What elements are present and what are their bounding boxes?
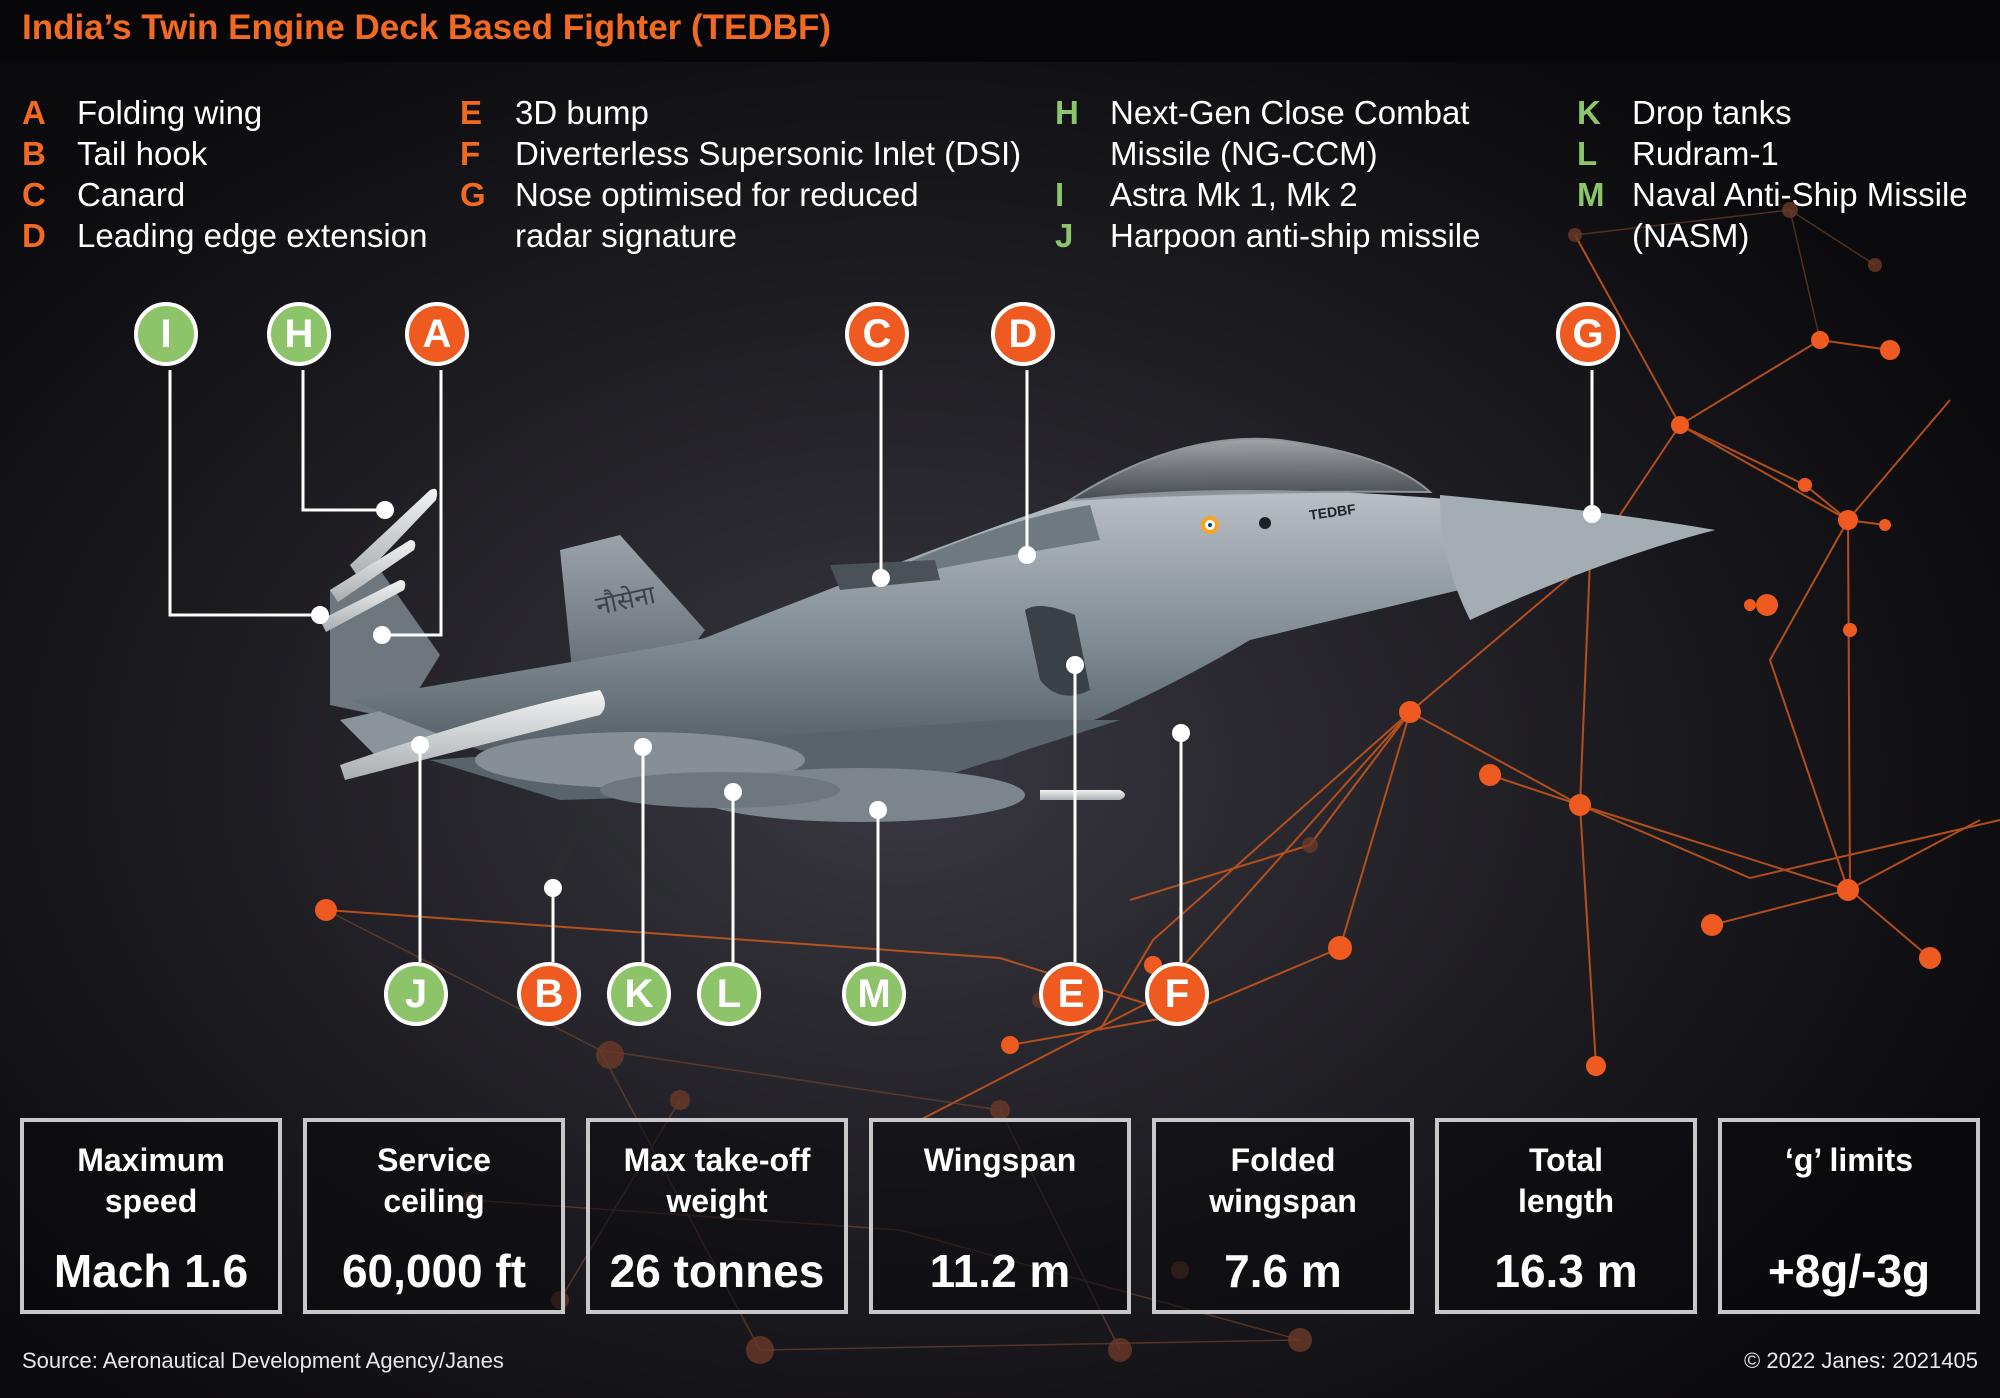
legend-text: Tail hook — [77, 135, 208, 172]
legend-letter: E — [460, 94, 483, 131]
legend-text: (NASM) — [1632, 217, 1750, 254]
spec-label: Max take-off — [623, 1142, 811, 1178]
spec-value: 7.6 m — [1224, 1245, 1342, 1297]
legend-letter: I — [1055, 176, 1065, 213]
legend-text: Missile (NG-CCM) — [1110, 135, 1378, 172]
spec-label: weight — [666, 1183, 768, 1219]
callout-a[interactable]: A — [405, 302, 469, 366]
callout-e[interactable]: E — [1039, 962, 1103, 1026]
missiles — [320, 488, 1125, 800]
spec-value: 11.2 m — [929, 1245, 1071, 1297]
title-bar — [0, 0, 2000, 62]
page-title: India’s Twin Engine Deck Based Fighter (… — [22, 8, 831, 47]
spec-value: 60,000 ft — [341, 1245, 527, 1297]
spec-label: Service — [377, 1142, 491, 1178]
spec-total-length: Total length 16.3 m — [1435, 1118, 1697, 1314]
legend-letter: C — [22, 176, 46, 213]
legend-letter: M — [1577, 176, 1605, 213]
aircraft-model: TEDBF नौसेना — [320, 437, 1715, 904]
spec-value: 26 tonnes — [609, 1245, 825, 1297]
legend-letter: L — [1577, 135, 1598, 172]
spec-value: Mach 1.6 — [53, 1245, 249, 1297]
legend-text: Rudram-1 — [1632, 135, 1779, 172]
spec-service-ceiling: Service ceiling 60,000 ft — [303, 1118, 565, 1314]
spec-label: length — [1518, 1183, 1614, 1219]
legend-letter: D — [22, 217, 46, 254]
callout-c[interactable]: C — [845, 302, 909, 366]
spec-label: Folded — [1230, 1142, 1336, 1178]
spec-folded-wingspan: Folded wingspan 7.6 m — [1152, 1118, 1414, 1314]
spec-label: speed — [104, 1183, 198, 1219]
callout-j[interactable]: J — [384, 962, 448, 1026]
legend-text: Astra Mk 1, Mk 2 — [1110, 176, 1358, 213]
aircraft-name-marking: TEDBF — [1308, 501, 1357, 523]
legend-text: Folding wing — [77, 94, 263, 131]
spec-label: Wingspan — [923, 1142, 1077, 1178]
spec-max-takeoff-weight: Max take-off weight 26 tonnes — [586, 1118, 848, 1314]
spec-label: ‘g’ limits — [1784, 1142, 1914, 1178]
callout-m[interactable]: M — [842, 962, 906, 1026]
spec-value: 16.3 m — [1494, 1245, 1638, 1297]
legend-text: Naval Anti-Ship Missile — [1632, 176, 1968, 213]
callout-h[interactable]: H — [267, 302, 331, 366]
legend-text: Next-Gen Close Combat — [1110, 94, 1470, 131]
callout-b[interactable]: B — [517, 962, 581, 1026]
spec-label: ceiling — [383, 1183, 485, 1219]
legend-text: Nose optimised for reduced — [515, 176, 919, 213]
legend-text: radar signature — [515, 217, 737, 254]
spec-value: +8g/-3g — [1767, 1245, 1931, 1297]
legend-letter: F — [460, 135, 481, 172]
spec-max-speed: Maximum speed Mach 1.6 — [20, 1118, 282, 1314]
legend-letter: A — [22, 94, 46, 131]
spec-panel: Maximum speed Mach 1.6 Service ceiling 60,… — [20, 1118, 1980, 1314]
legend-letter: H — [1055, 94, 1079, 131]
source-note: Source: Aeronautical Development Agency/… — [22, 1348, 504, 1373]
spec-label: Maximum — [77, 1142, 225, 1178]
legend-letter: K — [1577, 94, 1601, 131]
legend-letter: J — [1055, 217, 1074, 254]
legend-text: Drop tanks — [1632, 94, 1792, 131]
legend-text: Canard — [77, 176, 186, 213]
legend-text: Harpoon anti-ship missile — [1110, 217, 1481, 254]
legend-text: 3D bump — [515, 94, 649, 131]
callout-k[interactable]: K — [607, 962, 671, 1026]
spec-label: wingspan — [1209, 1183, 1357, 1219]
spec-g-limits: ‘g’ limits +8g/-3g — [1718, 1118, 1980, 1314]
callout-f[interactable]: F — [1145, 962, 1209, 1026]
callout-g[interactable]: G — [1556, 302, 1620, 366]
legend-text: Diverterless Supersonic Inlet (DSI) — [515, 135, 1022, 172]
callout-d[interactable]: D — [991, 302, 1055, 366]
legend-letter: B — [22, 135, 46, 172]
callout-l[interactable]: L — [697, 962, 761, 1026]
callout-i[interactable]: I — [134, 302, 198, 366]
spec-wingspan: Wingspan 11.2 m — [869, 1118, 1131, 1314]
network-dots — [315, 331, 1941, 1076]
spec-label: Total — [1528, 1142, 1604, 1178]
legend-text: Leading edge extension — [77, 217, 428, 254]
copyright-note: © 2022 Janes: 2021405 — [1744, 1348, 1978, 1373]
legend-letter: G — [460, 176, 486, 213]
